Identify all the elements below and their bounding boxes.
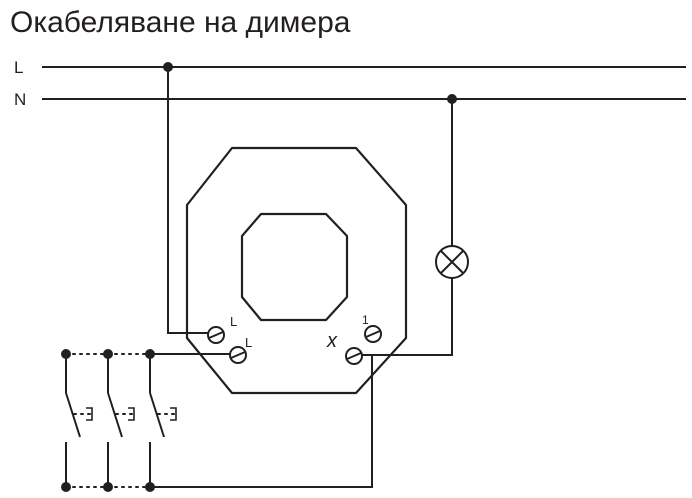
lamp-to-dimmer-wire (358, 278, 453, 356)
terminal-output-number: 1 (362, 313, 369, 327)
push-button-switch-icon (149, 354, 177, 487)
phase-line-label: L (14, 58, 23, 77)
terminal-l-top (207, 326, 225, 344)
terminal-output-x (345, 347, 363, 365)
terminal-l-top-label: L (230, 314, 237, 329)
terminal-l-bottom (229, 346, 247, 364)
push-button-switch-icon (65, 354, 93, 487)
switch-return-wire (150, 356, 373, 488)
phase-to-dimmer-wire (167, 67, 216, 334)
push-button-switch-icon (107, 354, 135, 487)
dimmer-knob-outline (240, 212, 349, 322)
page-title: Окабеляване на димера (10, 6, 351, 39)
phase-junction-dot (163, 62, 173, 72)
lamp-symbol-icon (435, 245, 469, 279)
terminal-l-bottom-label: L (245, 335, 252, 350)
neutral-junction-dot (447, 94, 457, 104)
terminal-output-symbol: x (326, 330, 338, 352)
neutral-line-label: N (14, 90, 26, 109)
terminal-output-1 (364, 325, 382, 343)
